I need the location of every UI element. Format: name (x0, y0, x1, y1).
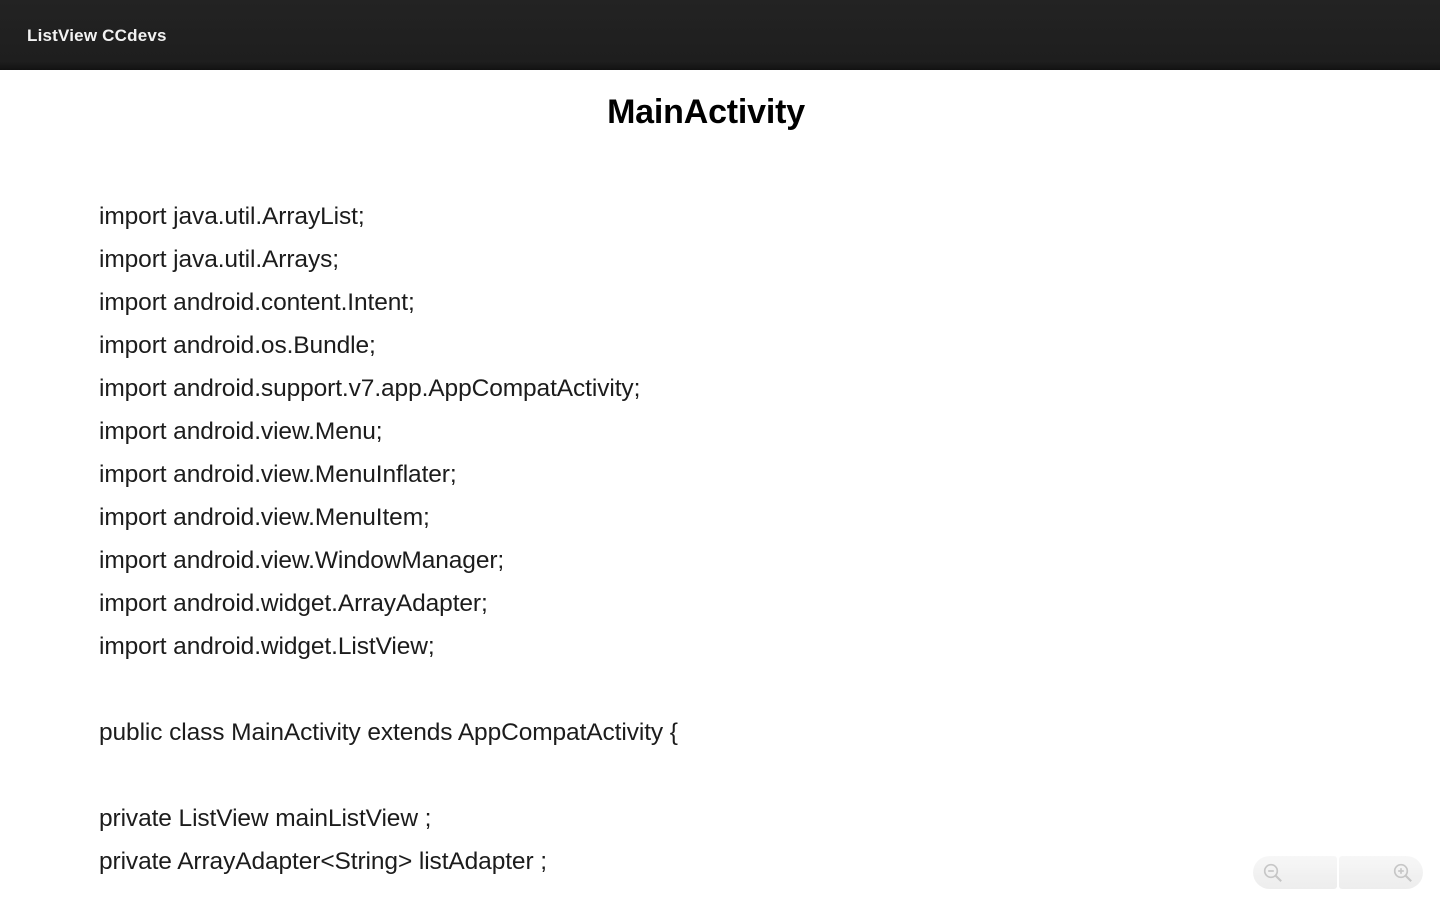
code-line: import android.content.Intent; (99, 289, 415, 316)
code-line: import android.os.Bundle; (99, 332, 376, 359)
code-line: import java.util.ArrayList; (99, 203, 365, 230)
app-title-bar: ListView CCdevs (0, 0, 1440, 70)
zoom-in-button[interactable] (1339, 856, 1423, 889)
code-line: import android.view.WindowManager; (99, 547, 505, 574)
page-title: MainActivity (607, 93, 805, 131)
source-code-block: import java.util.ArrayList; import java.u… (99, 195, 1399, 883)
code-line: import java.util.Arrays; (99, 246, 339, 273)
magnifier-plus-icon (1391, 861, 1415, 885)
code-line: import android.view.MenuItem; (99, 504, 430, 531)
code-line: import android.widget.ArrayAdapter; (99, 590, 488, 617)
magnifier-minus-icon (1261, 861, 1285, 885)
code-line: import android.support.v7.app.AppCompatA… (99, 375, 641, 402)
code-line: import android.widget.ListView; (99, 633, 435, 660)
zoom-controls[interactable] (1253, 856, 1423, 889)
code-line: private ListView mainListView ; (99, 805, 432, 832)
code-line: public class MainActivity extends AppCom… (99, 719, 678, 746)
code-line: import android.view.Menu; (99, 418, 383, 445)
app-title-label: ListView CCdevs (27, 26, 167, 45)
document-viewport[interactable]: MainActivity import java.util.ArrayList;… (0, 70, 1440, 900)
zoom-out-button[interactable] (1253, 856, 1337, 889)
code-line: import android.view.MenuInflater; (99, 461, 457, 488)
code-line-blank (99, 754, 1399, 797)
code-line-blank (99, 668, 1399, 711)
code-line: private ArrayAdapter<String> listAdapter… (99, 848, 547, 875)
